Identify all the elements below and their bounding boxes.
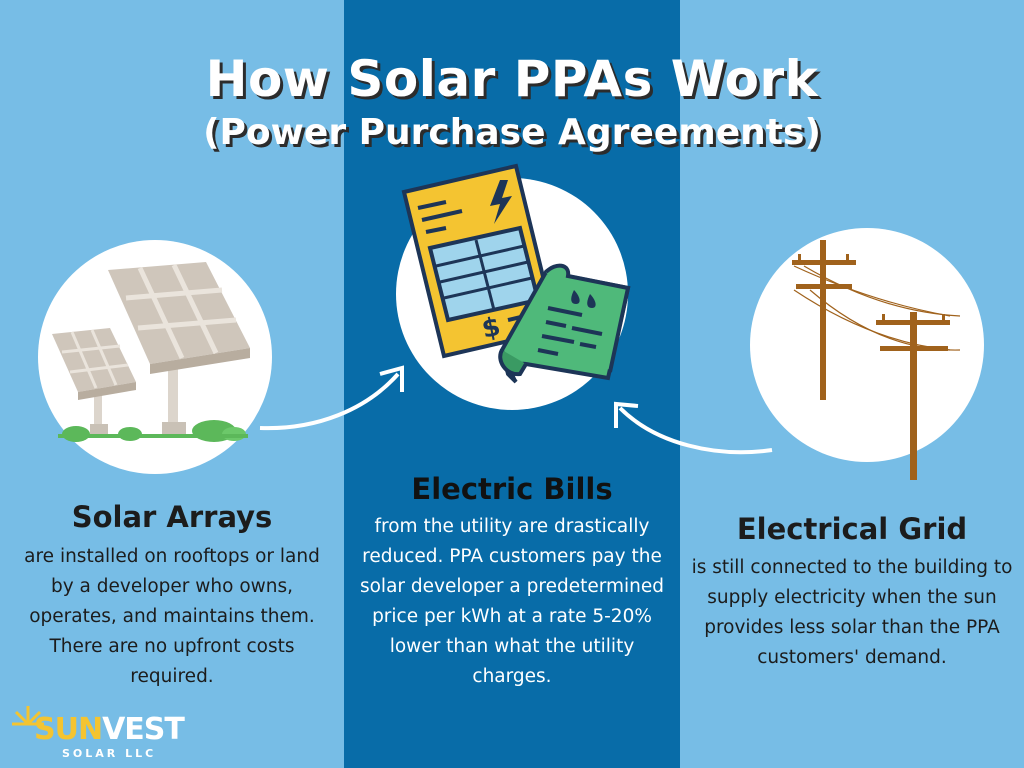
logo-vest: VEST [102, 712, 185, 747]
logo-sun: SUN [34, 712, 103, 747]
page-subtitle: (Power Purchase Agreements) [203, 112, 821, 153]
electric-bills-text: from the utility are drastically reduced… [359, 516, 665, 687]
electrical-grid-text: is still connected to the building to su… [691, 557, 1013, 668]
logo-wordmark: SUNVEST [34, 712, 185, 747]
logo-subtitle: SOLAR LLC [62, 747, 157, 760]
power-pole-icon [792, 240, 961, 480]
sunvest-logo: SUNVEST SOLAR LLC [8, 700, 185, 766]
page-title: How Solar PPAs Work [205, 50, 819, 108]
solar-arrays-text: are installed on rooftops or land by a d… [24, 546, 320, 687]
grid-circle [750, 228, 984, 462]
sun-icon [12, 706, 44, 726]
solar-arrays-heading: Solar Arrays [71, 500, 273, 534]
solar-panel-icon [52, 262, 250, 442]
arrow-right-icon [259, 365, 404, 431]
electric-bills-heading: Electric Bills [411, 472, 613, 506]
bill-icon: $ [401, 163, 631, 384]
svg-text:$: $ [479, 312, 503, 345]
electrical-grid-heading: Electrical Grid [736, 512, 968, 546]
arrow-left-icon [614, 401, 773, 455]
